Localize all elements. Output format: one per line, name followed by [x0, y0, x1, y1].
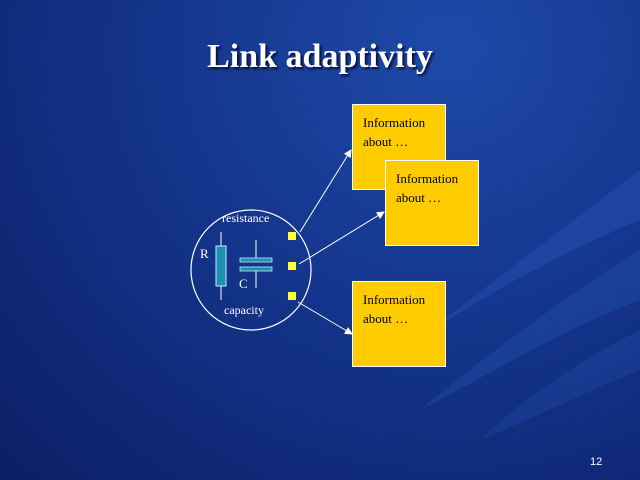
info-box-3: Information about …: [352, 281, 446, 367]
resistor-symbol: [215, 245, 227, 287]
page-number: 12: [590, 456, 603, 468]
port-square-3: [288, 292, 296, 300]
link-circle: [190, 209, 312, 331]
info-box-2: Information about …: [385, 160, 479, 246]
port-square-2: [288, 262, 296, 270]
resistance-label: resistance: [222, 211, 269, 225]
arrow-to-box-2: [298, 211, 385, 265]
slide-title: Link adaptivity: [207, 38, 433, 75]
arrow-to-box-1: [299, 149, 352, 233]
port-square-1: [288, 232, 296, 240]
r-label: R: [200, 246, 209, 261]
capacitor-plate-bottom: [239, 266, 273, 272]
info-box-3-line1: Information: [363, 292, 426, 307]
capacity-label: capacity: [224, 303, 264, 317]
info-box-3-line2: about …: [363, 311, 409, 326]
info-box-1-line1: Information: [363, 115, 426, 130]
c-label: C: [239, 276, 248, 291]
info-box-2-line2: about …: [396, 190, 442, 205]
capacitor-plate-top: [239, 257, 273, 263]
info-box-1-line2: about …: [363, 134, 409, 149]
arrow-to-box-3: [297, 301, 353, 335]
info-box-2-line1: Information: [396, 171, 459, 186]
